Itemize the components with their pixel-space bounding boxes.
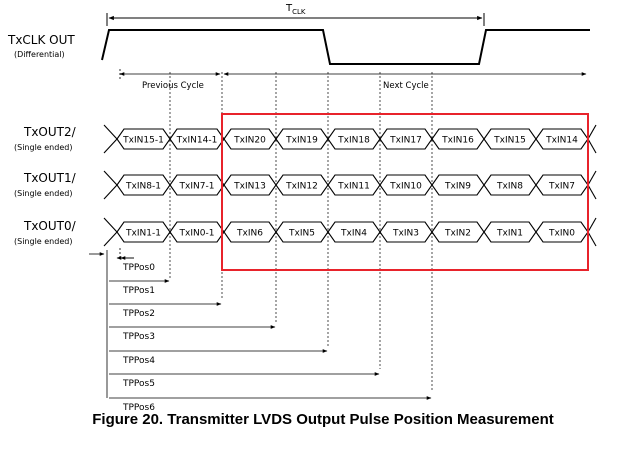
bit-cell-label: TxIN10 — [389, 181, 422, 191]
bit-cell-label: TxIN7 — [548, 181, 575, 191]
bit-cell-label: TxIN1 — [496, 228, 523, 238]
waveform-edge — [587, 184, 597, 200]
tppos-label: TPPos0 — [122, 263, 155, 273]
signal-row: TxIN8-1 TxIN7-1 TxIN13 TxIN12 TxIN11 TxIN10 Tx… — [103, 170, 597, 200]
cycle-markers: Previous Cycle Next Cycle — [119, 69, 587, 91]
tppos-label: TPPos4 — [122, 356, 155, 366]
waveform-edge — [103, 170, 118, 186]
bit-cell-label: TxIN14 — [545, 135, 578, 145]
txout1-name: TxOUT1/ — [23, 171, 77, 185]
txout1-sub: (Single ended) — [14, 189, 72, 198]
waveform-edge — [587, 231, 597, 247]
bit-cell-label: TxIN11 — [337, 181, 370, 191]
bit-cell-label: TxIN19 — [285, 135, 318, 145]
bit-cell-label: TxIN15 — [493, 135, 526, 145]
bit-cell-label: TxIN8-1 — [125, 181, 161, 191]
bit-cell-label: TxIN7-1 — [179, 181, 215, 191]
clock-name: TxCLK OUT — [7, 33, 75, 47]
bit-cell-label: TxIN12 — [285, 181, 318, 191]
clock-sub: (Differential) — [14, 50, 65, 59]
figure-caption: Figure 20. Transmitter LVDS Output Pulse… — [92, 411, 553, 428]
tppos-marker: TPPos4 — [109, 349, 328, 366]
signal-row: TxIN1-1 TxIN0-1 TxIN6 TxIN5 TxIN4 TxIN3 TxIN2 T… — [103, 217, 597, 247]
bit-cell-label: TxIN3 — [392, 228, 419, 238]
waveform-edge — [103, 124, 118, 140]
bit-cell-label: TxIN15-1 — [122, 135, 164, 145]
bit-cell-label: TxIN0-1 — [179, 228, 215, 238]
tppos-marker: TPPos6 — [109, 396, 432, 413]
waveform-edge — [103, 231, 118, 247]
signal-row: TxIN15-1 TxIN14-1 TxIN20 TxIN19 TxIN18 TxIN17… — [103, 124, 597, 154]
row-labels: TxOUT2/ (Single ended) TxOUT1/ (Single e… — [14, 125, 77, 246]
bit-cell-label: TxIN16 — [441, 135, 474, 145]
waveform-edge — [103, 184, 118, 200]
tppos-marker: TPPos5 — [109, 372, 380, 389]
tppos-marker: TPPos2 — [109, 302, 222, 319]
bit-cell-label: TxIN0 — [548, 228, 575, 238]
bit-cell-label: TxIN9 — [444, 181, 471, 191]
txout2-name: TxOUT2/ — [23, 125, 77, 139]
tclk-label: TCLK — [285, 3, 306, 16]
waveform-edge — [587, 138, 597, 154]
bit-cell-label: TxIN4 — [340, 228, 367, 238]
tppos-label: TPPos5 — [122, 379, 155, 389]
tppos-label: TPPos6 — [122, 403, 155, 413]
pulse-position-arrows: TPPos0TPPos1TPPos2TPPos3TPPos4TPPos5TPPo… — [109, 256, 432, 413]
highlight-box — [221, 113, 589, 271]
bit-cell-label: TxIN5 — [288, 228, 315, 238]
bit-cell-label: TxIN17 — [389, 135, 422, 145]
tppos-label: TPPos1 — [122, 286, 155, 296]
waveform-edge — [587, 217, 597, 233]
tclk-dimension: TCLK — [106, 3, 485, 26]
bit-cell-label: TxIN2 — [444, 228, 471, 238]
clock-waveform — [101, 29, 590, 65]
tppos-marker: TPPos0 — [116, 256, 155, 273]
bit-cell-label: TxIN14-1 — [176, 135, 218, 145]
waveform-edge — [103, 217, 118, 233]
bit-cell-label: TxIN13 — [233, 181, 266, 191]
txout2-sub: (Single ended) — [14, 143, 72, 152]
bit-cell-label: TxIN1-1 — [125, 228, 161, 238]
bit-cell-label: TxIN20 — [233, 135, 266, 145]
tppos-label: TPPos3 — [122, 332, 155, 342]
data-rows: TxIN15-1 TxIN14-1 TxIN20 TxIN19 TxIN18 TxIN17… — [103, 124, 597, 247]
waveform-edge — [103, 138, 118, 154]
bit-cell-label: TxIN18 — [337, 135, 370, 145]
tppos-label: TPPos2 — [122, 309, 155, 319]
tppos-marker: TPPos1 — [109, 279, 170, 296]
next-cycle-label: Next Cycle — [383, 81, 429, 91]
txout0-sub: (Single ended) — [14, 237, 72, 246]
previous-cycle-label: Previous Cycle — [142, 81, 204, 91]
txout0-name: TxOUT0/ — [23, 219, 77, 233]
waveform-edge — [587, 170, 597, 186]
waveform-edge — [587, 124, 597, 140]
reference-arrow — [89, 248, 121, 398]
clock-signal-label: TxCLK OUT (Differential) — [7, 33, 75, 59]
bit-cell-label: TxIN8 — [496, 181, 523, 191]
tppos-marker: TPPos3 — [109, 325, 276, 342]
bit-cell-label: TxIN6 — [236, 228, 263, 238]
